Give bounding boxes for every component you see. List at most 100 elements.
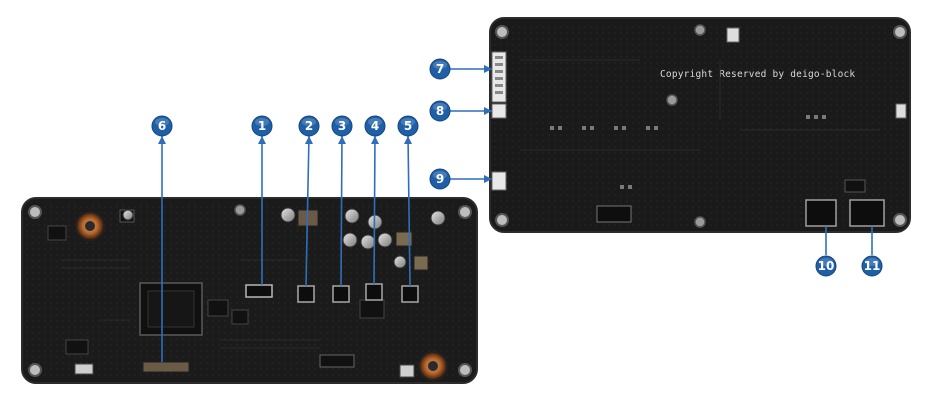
mounting-hole bbox=[495, 213, 509, 227]
callout-badge-8: 8 bbox=[429, 100, 451, 122]
callout-number: 2 bbox=[305, 119, 313, 133]
back-board: Copyright Reserved by deigo-block bbox=[489, 17, 911, 233]
copyright-text: Copyright Reserved by deigo-block bbox=[660, 69, 855, 80]
callout-highlight bbox=[255, 118, 269, 126]
front-board-port-4 bbox=[365, 283, 383, 301]
callout-badge-9: 9 bbox=[429, 168, 451, 190]
callout-badge-6: 6 bbox=[151, 115, 173, 137]
callout-circle bbox=[815, 255, 837, 277]
callout-circle bbox=[429, 100, 451, 122]
callout-badge-10: 10 bbox=[815, 255, 837, 277]
back-board-texture bbox=[494, 22, 906, 228]
callout-circle bbox=[331, 115, 353, 137]
callout-number: 10 bbox=[818, 259, 835, 273]
callout-circle bbox=[429, 58, 451, 80]
callout-number: 4 bbox=[371, 119, 379, 133]
ic-chip bbox=[47, 225, 67, 241]
ic-chip bbox=[844, 179, 866, 193]
callout-number: 8 bbox=[436, 104, 444, 118]
power-inductor bbox=[413, 255, 429, 271]
inductor-coil-core bbox=[85, 221, 95, 231]
back-board-terminal-10 bbox=[805, 199, 837, 227]
callout-circle bbox=[298, 115, 320, 137]
power-inductor bbox=[395, 231, 413, 247]
mounting-hole bbox=[458, 363, 472, 377]
callout-number: 6 bbox=[158, 119, 166, 133]
mounting-hole bbox=[666, 94, 678, 106]
pin-header-slots bbox=[495, 56, 503, 94]
callout-circle bbox=[151, 115, 173, 137]
front-board bbox=[21, 197, 478, 384]
front-board-port-3 bbox=[332, 285, 350, 303]
ic-chip bbox=[207, 299, 229, 317]
callout-badges: 1 2 3 4 5 6 7 8 9 10 11 bbox=[151, 58, 883, 277]
callout-highlight bbox=[865, 258, 879, 266]
ic-chip bbox=[74, 363, 94, 375]
ic-chip bbox=[231, 309, 249, 325]
mounting-hole bbox=[495, 25, 509, 39]
solder-pad-rows bbox=[550, 115, 826, 189]
callout-badge-1: 1 bbox=[251, 115, 273, 137]
callout-highlight bbox=[368, 118, 382, 126]
pcb-traces bbox=[520, 59, 880, 151]
mounting-hole bbox=[28, 363, 42, 377]
callout-number: 3 bbox=[338, 119, 346, 133]
mounting-hole bbox=[234, 204, 246, 216]
callout-circle bbox=[429, 168, 451, 190]
back-board-terminal-11 bbox=[849, 199, 885, 227]
leader-arrowheads bbox=[158, 65, 492, 183]
callout-highlight bbox=[335, 118, 349, 126]
callout-highlight bbox=[433, 61, 447, 69]
mounting-hole bbox=[694, 24, 706, 36]
front-board-connector-1 bbox=[245, 284, 273, 298]
callout-highlight bbox=[302, 118, 316, 126]
callout-number: 9 bbox=[436, 172, 444, 186]
inductor-coil-core bbox=[428, 361, 438, 371]
leader-line-3 bbox=[340, 134, 343, 287]
mounting-hole bbox=[893, 213, 907, 227]
back-board-connector-8 bbox=[491, 103, 507, 119]
front-board-port-2 bbox=[297, 285, 315, 303]
ic-chip bbox=[319, 354, 355, 368]
callout-number: 11 bbox=[864, 259, 881, 273]
callout-highlight bbox=[155, 118, 169, 126]
callout-badge-7: 7 bbox=[429, 58, 451, 80]
callout-highlight bbox=[433, 171, 447, 179]
front-board-port-5 bbox=[401, 285, 419, 303]
callout-highlight bbox=[401, 118, 415, 126]
ic-chip bbox=[399, 364, 415, 378]
pcb-traces bbox=[60, 259, 320, 349]
ic-chip bbox=[65, 339, 89, 355]
callout-badge-5: 5 bbox=[397, 115, 419, 137]
leader-line-2 bbox=[305, 134, 310, 287]
front-board-flat-connector-6 bbox=[142, 361, 190, 373]
mounting-hole bbox=[458, 205, 472, 219]
main-processor-die bbox=[147, 290, 195, 328]
callout-badge-3: 3 bbox=[331, 115, 353, 137]
ic-chip bbox=[726, 27, 740, 43]
callout-circle bbox=[364, 115, 386, 137]
callout-number: 7 bbox=[436, 62, 444, 76]
mounting-hole bbox=[893, 25, 907, 39]
leader-line-5 bbox=[407, 134, 411, 287]
callout-circle bbox=[251, 115, 273, 137]
callout-highlight bbox=[433, 103, 447, 111]
ic-chip bbox=[359, 299, 385, 319]
callout-badge-11: 11 bbox=[861, 255, 883, 277]
crystal-oscillator bbox=[596, 205, 632, 223]
callout-badge-2: 2 bbox=[298, 115, 320, 137]
back-board-connector-9 bbox=[491, 171, 507, 191]
callout-leader-lines bbox=[161, 68, 873, 362]
callout-badge-4: 4 bbox=[364, 115, 386, 137]
callout-number: 5 bbox=[404, 119, 412, 133]
ic-chip bbox=[895, 103, 907, 119]
callout-highlight bbox=[819, 258, 833, 266]
callout-circle bbox=[861, 255, 883, 277]
mounting-hole bbox=[28, 205, 42, 219]
mounting-hole bbox=[694, 216, 706, 228]
callout-number: 1 bbox=[258, 119, 266, 133]
leader-line-4 bbox=[373, 134, 376, 285]
callout-circle bbox=[397, 115, 419, 137]
